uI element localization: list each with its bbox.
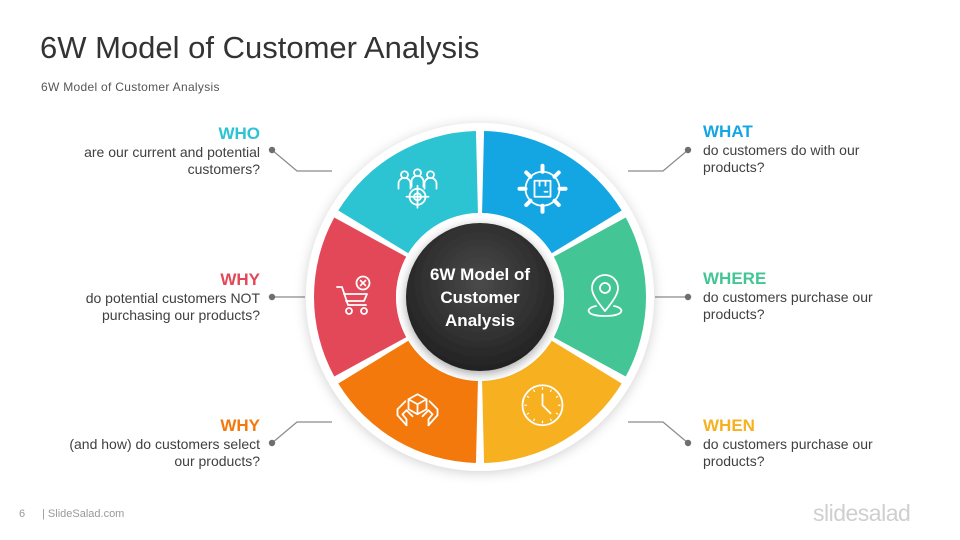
label-who-heading: WHO [218, 124, 260, 143]
target-group-icon [397, 168, 438, 209]
label-where-heading: WHERE [703, 269, 767, 288]
connector-what [628, 149, 689, 172]
connector-dot-why-how [268, 439, 276, 447]
gear-box-icon [517, 163, 568, 214]
label-when-heading: WHEN [703, 416, 755, 435]
footer-site: | SlideSalad.com [42, 508, 125, 520]
label-when-text: do customers purchase our products? [703, 436, 873, 469]
center-title-line-3: Analysis [445, 311, 515, 330]
label-who: WHO are our current and potential custom… [0, 124, 260, 178]
connector-dot-where [684, 293, 692, 301]
center-title-line-1: 6W Model of [430, 265, 530, 284]
connector-why-how [271, 421, 332, 444]
label-who-text: are our current and potential customers? [84, 144, 260, 177]
label-what-heading: WHAT [703, 122, 753, 141]
label-why-how-heading: WHY [220, 416, 260, 435]
slide-subtitle: 6W Model of Customer Analysis [41, 80, 220, 94]
connector-dot-when [684, 439, 692, 447]
connector-dot-why-not [268, 293, 276, 301]
label-where: WHERE do customers purchase our products… [703, 269, 960, 323]
label-what: WHAT do customers do with our products? [703, 122, 960, 176]
clock-icon [521, 384, 564, 427]
brand-logo: slidesalad [813, 500, 911, 526]
label-why-not-heading: WHY [220, 270, 260, 289]
connector-dot-who [268, 146, 276, 154]
label-why-how: WHY (and how) do customers select our pr… [0, 416, 260, 470]
segment-why1 [313, 217, 407, 377]
segment-who [338, 131, 478, 254]
cart-cancel-icon [336, 275, 371, 315]
label-where-text: do customers purchase our products? [703, 289, 873, 322]
connector-who [271, 149, 332, 172]
slide-title: 6W Model of Customer Analysis [40, 30, 480, 65]
label-what-text: do customers do with our products? [703, 142, 860, 175]
segment-when [482, 340, 622, 463]
center-title-line-2: Customer [440, 288, 520, 307]
label-why-not-text: do potential customers NOT purchasing ou… [85, 290, 260, 323]
label-why-not: WHY do potential customers NOT purchasin… [0, 270, 260, 324]
segment-what [482, 131, 622, 254]
label-when: WHEN do customers purchase our products? [703, 416, 960, 470]
footer-page-number: 6 [19, 508, 26, 520]
segment-where [553, 217, 647, 377]
map-pin-icon [587, 274, 623, 317]
center-circle [406, 223, 554, 371]
label-why-how-text: (and how) do customers select our produc… [69, 436, 260, 469]
hands-box-icon [396, 393, 439, 427]
connector-when [628, 421, 689, 444]
connector-dot-what [684, 146, 692, 154]
